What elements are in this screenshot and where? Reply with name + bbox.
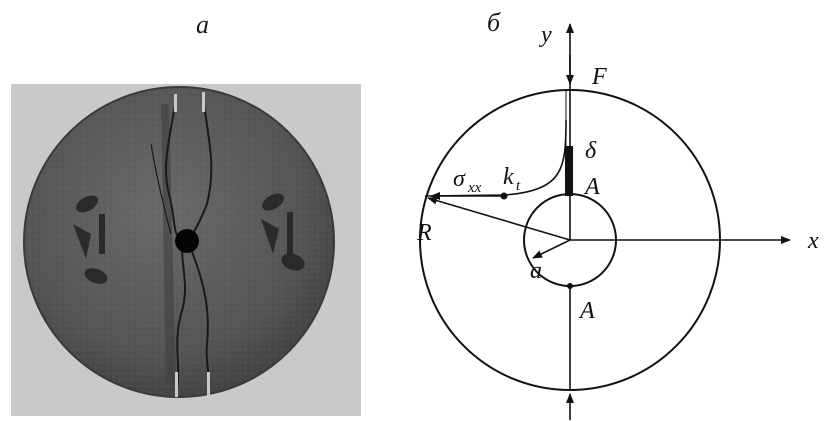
point-a-bottom-label: A	[578, 298, 595, 324]
panel-a-label: a	[196, 10, 209, 39]
crack-gap-top-2	[202, 92, 205, 112]
sigma-symbol: σ	[453, 166, 466, 192]
radius-a-arrow	[532, 239, 571, 259]
k-symbol: k	[503, 164, 514, 190]
delta-crack-region	[565, 146, 573, 196]
radius-r-label: R	[416, 220, 432, 246]
crack-gap-top-1	[174, 94, 177, 112]
panel-b-label: б	[487, 8, 501, 37]
marking-right	[261, 193, 305, 271]
central-hole	[175, 229, 199, 253]
sigma-subscript: xx	[467, 180, 482, 196]
y-axis-label: y	[539, 22, 552, 48]
kt-label: k t	[503, 164, 521, 194]
crack-gap-bottom-1	[175, 372, 178, 397]
marking-left	[73, 195, 108, 284]
dark-band	[161, 104, 176, 384]
radius-r-arrow	[427, 196, 571, 241]
radius-a-label: a	[530, 258, 542, 284]
k-subscript: t	[516, 178, 521, 194]
force-label: F	[591, 64, 607, 90]
kt-point	[500, 192, 508, 200]
point-a-top-label: A	[583, 174, 600, 200]
delta-label: δ	[585, 138, 597, 164]
x-axis-label: x	[807, 228, 819, 254]
crack-gap-bottom-2	[207, 372, 210, 397]
sigma-xx-label: σ xx	[453, 166, 482, 196]
schematic-diagram: y x F δ A A R a σ xx k t	[416, 22, 819, 420]
stress-curve	[424, 119, 567, 197]
point-a-bottom	[567, 283, 573, 289]
specimen-photo	[11, 84, 361, 416]
